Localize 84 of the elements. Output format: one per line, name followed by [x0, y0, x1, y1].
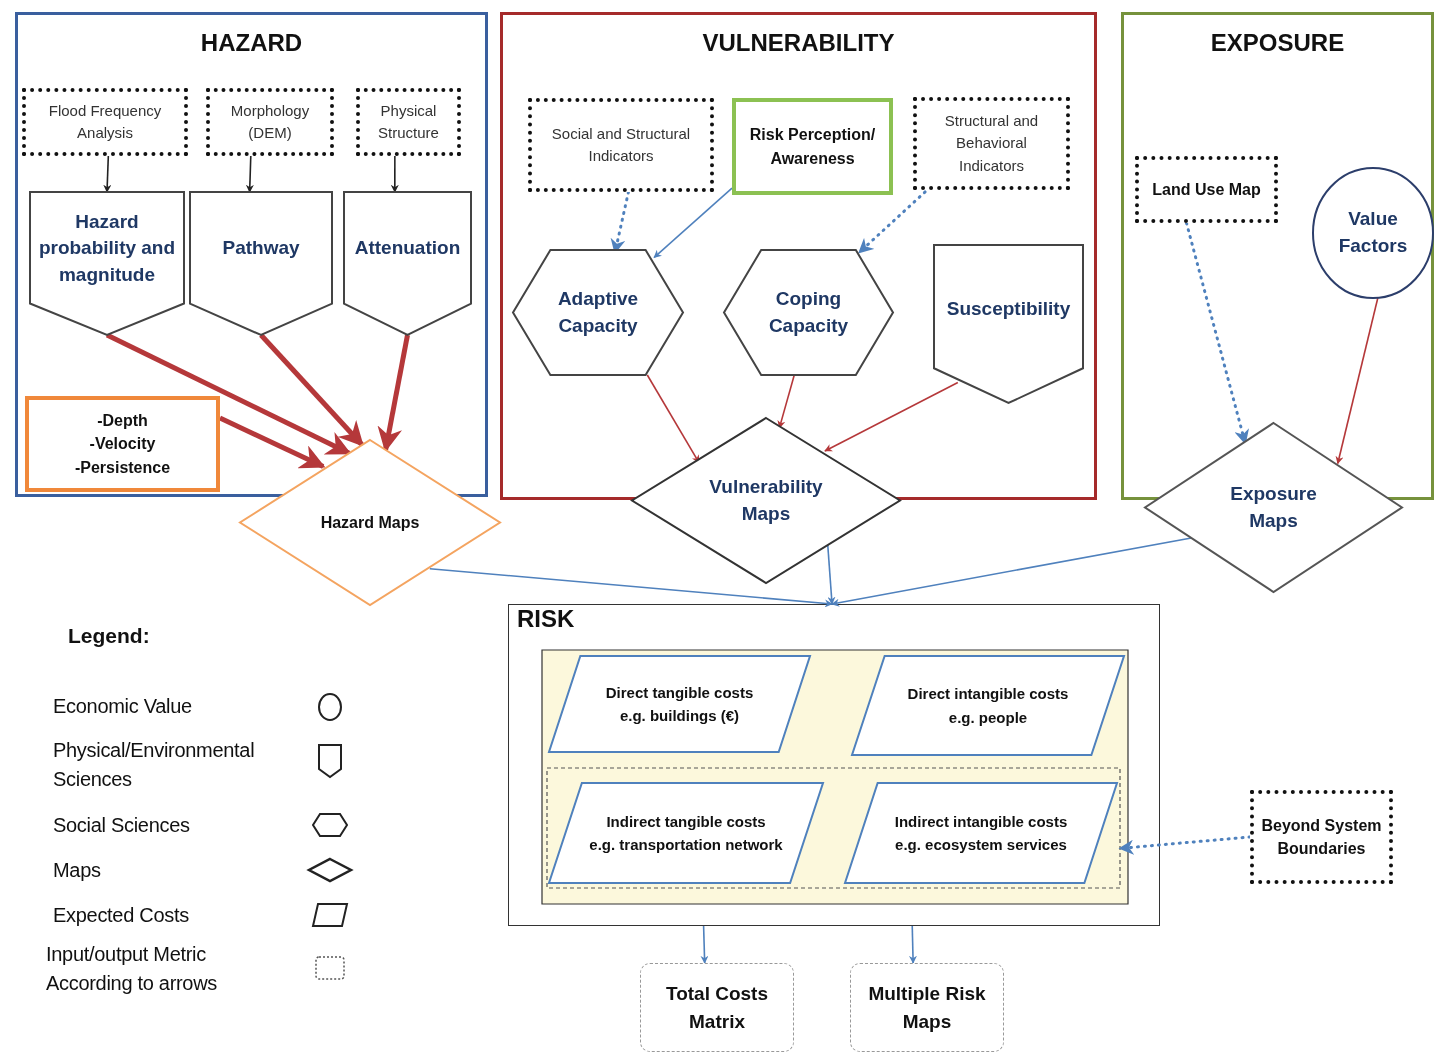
node-label: Coping Capacity	[767, 286, 850, 338]
legend-text: Maps	[53, 858, 102, 883]
circle-node	[1313, 168, 1433, 298]
arrow	[908, 925, 917, 964]
hexagon-node	[513, 250, 683, 375]
node-label: Hazard Maps	[320, 512, 420, 533]
node-label: Structural and Behavioral Indicators	[943, 110, 1040, 176]
node-label: Direct intangible costs	[907, 684, 1069, 705]
group-panel	[15, 12, 488, 497]
legend-text: Input/output Metric According to arrows	[46, 942, 219, 996]
arrow	[259, 333, 365, 447]
legend-text: Physical/Environmental Sciences	[53, 738, 256, 792]
risk-panel	[508, 604, 1160, 926]
legend-text: Expected Costs	[53, 903, 190, 928]
node-label: Susceptibility	[946, 296, 1071, 321]
legend-text: Economic Value	[53, 694, 193, 719]
panel-title: RISK	[517, 605, 576, 633]
node-label: Exposure Maps	[1229, 481, 1318, 533]
input-box	[356, 88, 461, 156]
panel-title: VULNERABILITY	[701, 29, 896, 57]
node-label: Flood Frequency Analysis	[47, 100, 163, 143]
arrow	[105, 332, 352, 456]
node-label: Attenuation	[354, 236, 461, 261]
dashed-frame	[547, 768, 1120, 888]
node-label: Direct tangible costs	[605, 682, 754, 703]
node-label: -Velocity	[89, 434, 156, 455]
node-label: Social and Structural Indicators	[550, 123, 692, 166]
input-box	[206, 88, 334, 156]
pentagon-node	[190, 192, 332, 335]
input-box	[1135, 156, 1278, 223]
node-label: e.g. buildings (€)	[619, 706, 740, 726]
hexagon-node	[724, 250, 893, 375]
node-label: Indirect tangible costs	[606, 811, 766, 832]
output-box	[850, 963, 1004, 1052]
input-box	[913, 97, 1070, 190]
arrow	[1118, 835, 1252, 855]
arrow	[700, 925, 709, 964]
map-diamond	[1145, 423, 1402, 592]
arrow	[103, 155, 112, 193]
node-label: Hazard probability and magnitude	[37, 209, 177, 287]
output-box	[640, 963, 794, 1052]
arrow	[831, 537, 1193, 607]
framed-box	[25, 396, 220, 492]
arrow	[1335, 297, 1379, 465]
map-diamond	[632, 418, 900, 583]
arrow	[429, 567, 833, 608]
arrow	[653, 187, 733, 259]
arrow	[390, 155, 399, 193]
legend-title: Legend:	[68, 624, 150, 648]
node-label: Value Factors	[1337, 207, 1409, 258]
node-label: Pathway	[222, 236, 300, 261]
map-diamond	[240, 440, 500, 605]
node-label: Land Use Map	[1152, 179, 1261, 200]
panel-title: HAZARD	[199, 29, 304, 57]
arrow	[1185, 221, 1249, 445]
arrow	[824, 381, 959, 452]
node-label: Morphology (DEM)	[229, 100, 311, 143]
node-label: Vulnerability Maps	[708, 474, 824, 526]
node-label: -Depth	[97, 411, 148, 432]
node-label: Beyond System Boundaries	[1260, 815, 1383, 859]
input-box	[1250, 790, 1393, 884]
node-label: -Persistence	[74, 457, 171, 478]
panel-title: EXPOSURE	[1209, 29, 1346, 57]
pentagon-node	[344, 192, 471, 335]
node-label: Indirect intangible costs	[894, 811, 1068, 832]
input-box	[528, 98, 714, 192]
group-panel	[500, 12, 1097, 500]
node-label: Risk Perception/ Awareness	[748, 125, 877, 169]
arrow	[218, 415, 326, 469]
framed-box	[732, 98, 893, 195]
node-label: e.g. ecosystem services	[895, 835, 1067, 855]
pentagon-node	[30, 192, 184, 335]
node-label: Adaptive Capacity	[556, 286, 640, 338]
legend-text: Social Sciences	[53, 813, 191, 838]
node-label: e.g. people	[948, 707, 1028, 728]
node-label: Total Costs Matrix	[664, 981, 769, 1034]
arrow	[245, 155, 254, 193]
node-label: Multiple Risk Maps	[867, 981, 987, 1034]
node-label: e.g. transportation network	[589, 835, 783, 855]
node-label: Physical Structure	[377, 100, 440, 143]
cost-panel	[542, 650, 1128, 904]
pentagon-node	[934, 245, 1083, 403]
input-box	[22, 88, 188, 156]
arrow	[377, 334, 410, 453]
